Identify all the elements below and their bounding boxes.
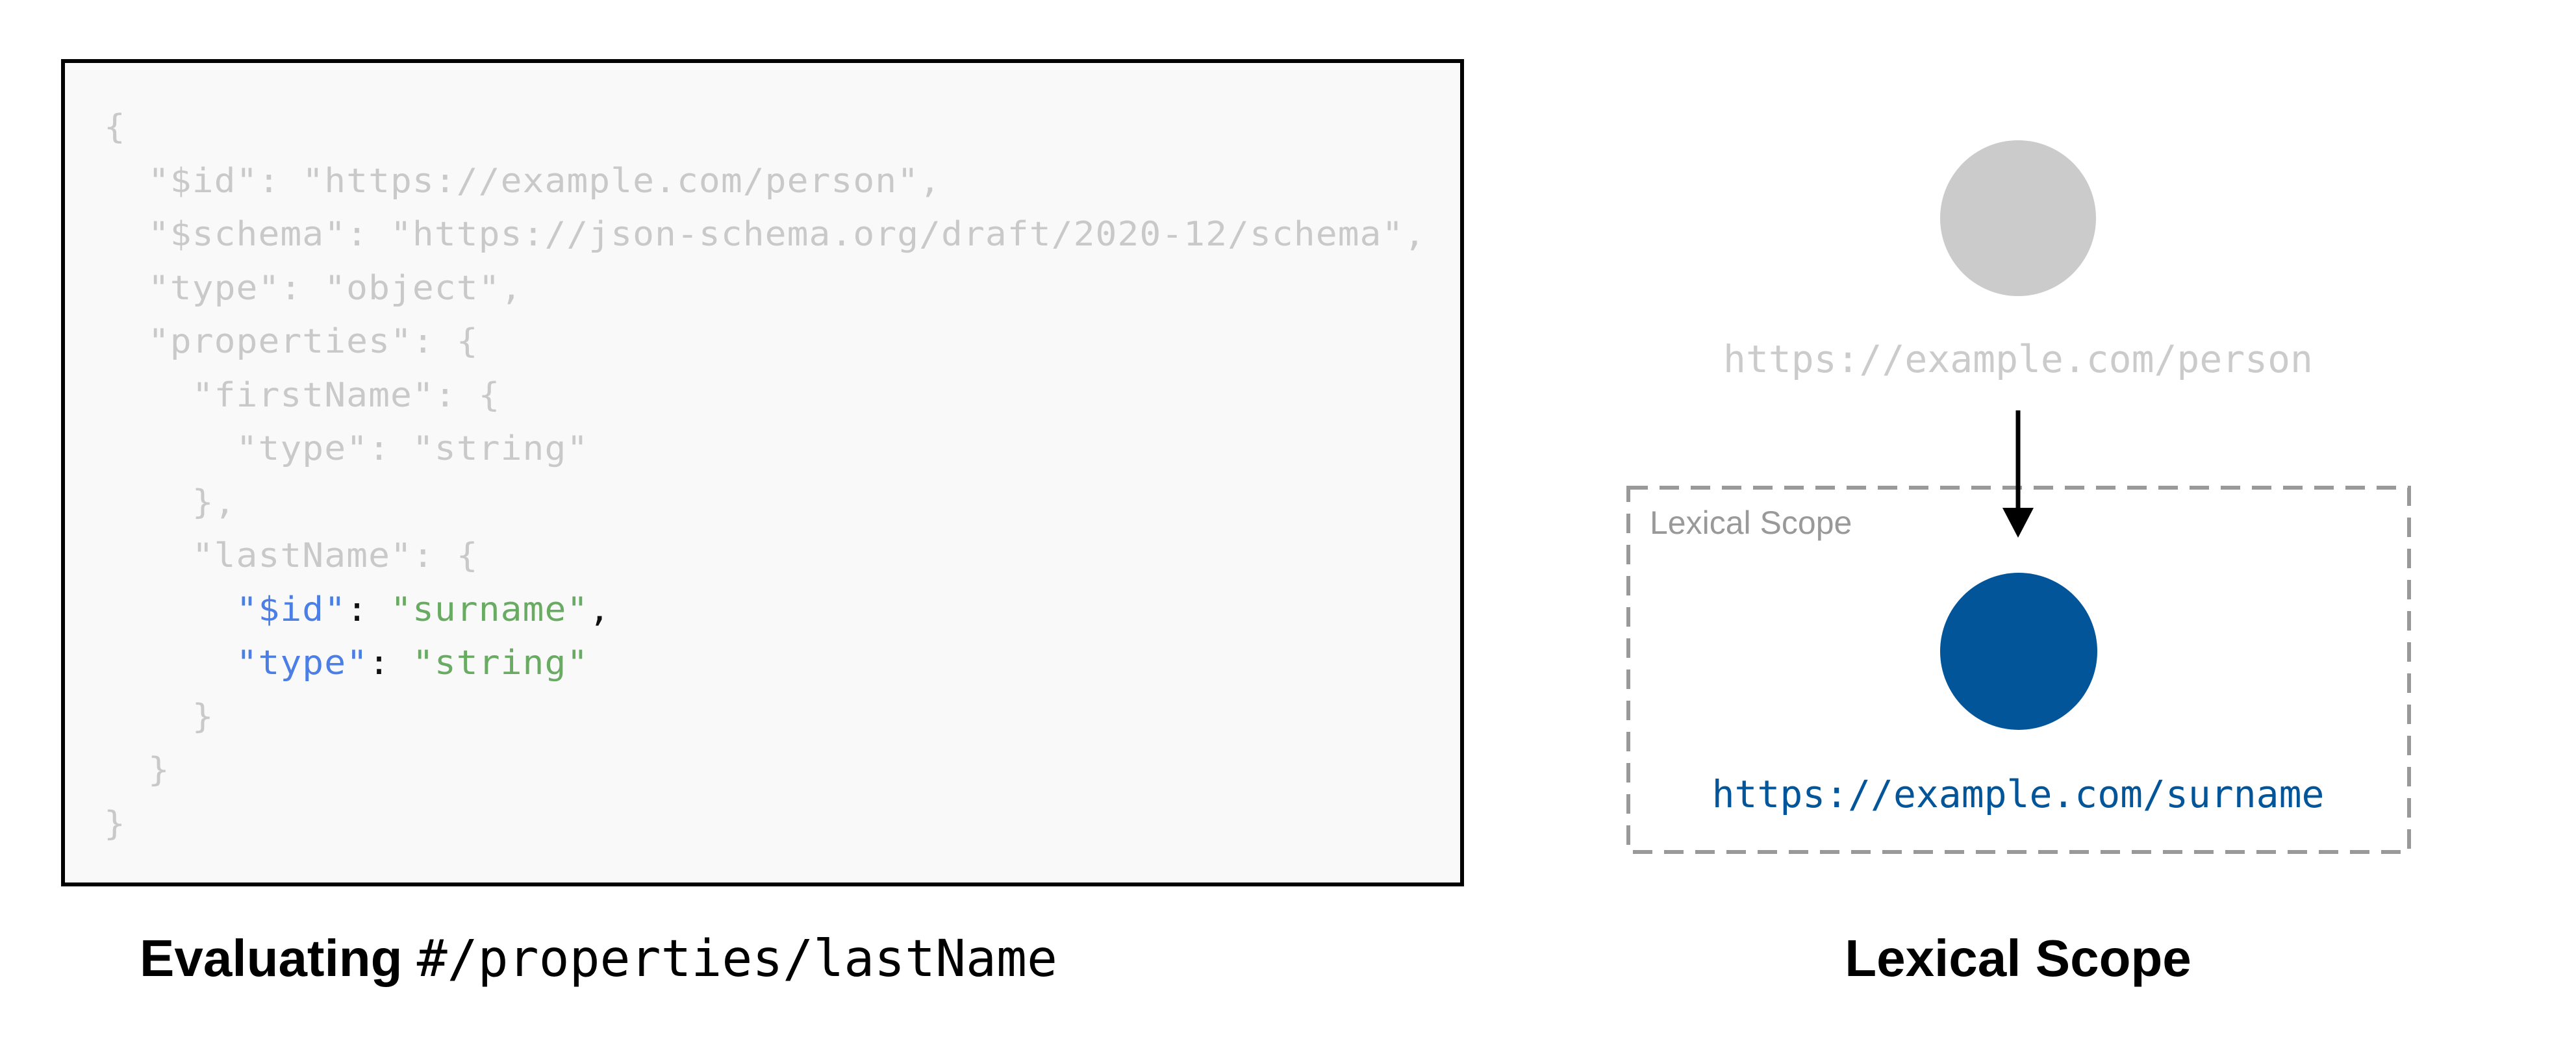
code-token: "properties": {: [104, 322, 479, 361]
lexical-scope-caption: Lexical Scope: [1845, 929, 2191, 987]
code-token: :: [346, 590, 391, 629]
code-token: "type": "string": [104, 429, 589, 468]
code-token: }: [104, 751, 170, 790]
code-line: "type": "object",: [104, 262, 1426, 316]
code-token: "string": [412, 644, 589, 682]
code-line: },: [104, 476, 1426, 530]
json-pointer: #/properties/lastName: [416, 930, 1057, 988]
code-line: {: [104, 101, 1426, 155]
code-line: "$schema": "https://json-schema.org/draf…: [104, 208, 1426, 262]
code-token: :: [368, 644, 412, 682]
code-token: "$id": "https://example.com/person",: [104, 161, 942, 201]
child-uri: https://example.com/surname: [1712, 772, 2325, 816]
lexical-scope-label: Lexical Scope: [1650, 505, 1852, 541]
code-token: "$id": [236, 590, 347, 629]
code-token: }: [104, 697, 214, 736]
code-token: "$schema": "https://json-schema.org/draf…: [104, 215, 1426, 254]
arrow-head-icon: [2002, 508, 2034, 538]
code-line: }: [104, 797, 1426, 851]
code-token: "type": "object",: [104, 268, 523, 308]
code-token: "firstName": {: [104, 375, 501, 415]
child-schema-node: [1940, 573, 2097, 730]
code-token: "surname": [390, 590, 589, 629]
code-line: "properties": {: [104, 315, 1426, 369]
schema-code: { "$id": "https://example.com/person", "…: [104, 101, 1426, 851]
code-line: "firstName": {: [104, 369, 1426, 423]
code-line: "type": "string": [104, 636, 1426, 690]
code-token: }: [104, 804, 126, 844]
code-token: "type": [236, 644, 369, 682]
code-line: "$id": "surname",: [104, 583, 1426, 637]
parent-uri: https://example.com/person: [1723, 337, 2313, 381]
code-line: "lastName": {: [104, 529, 1426, 583]
schema-code-panel: { "$id": "https://example.com/person", "…: [61, 59, 1464, 886]
code-line: "$id": "https://example.com/person",: [104, 155, 1426, 208]
parent-schema-node: [1940, 140, 2096, 296]
code-token: },: [104, 482, 236, 522]
evaluating-label: Evaluating: [140, 929, 403, 987]
evaluating-caption: Evaluating #/properties/lastName: [140, 929, 1057, 988]
code-line: "type": "string": [104, 422, 1426, 476]
code-token: ,: [588, 590, 611, 629]
code-line: }: [104, 690, 1426, 744]
code-line: }: [104, 744, 1426, 797]
code-token: "lastName": {: [104, 536, 479, 575]
code-token: {: [104, 108, 126, 147]
